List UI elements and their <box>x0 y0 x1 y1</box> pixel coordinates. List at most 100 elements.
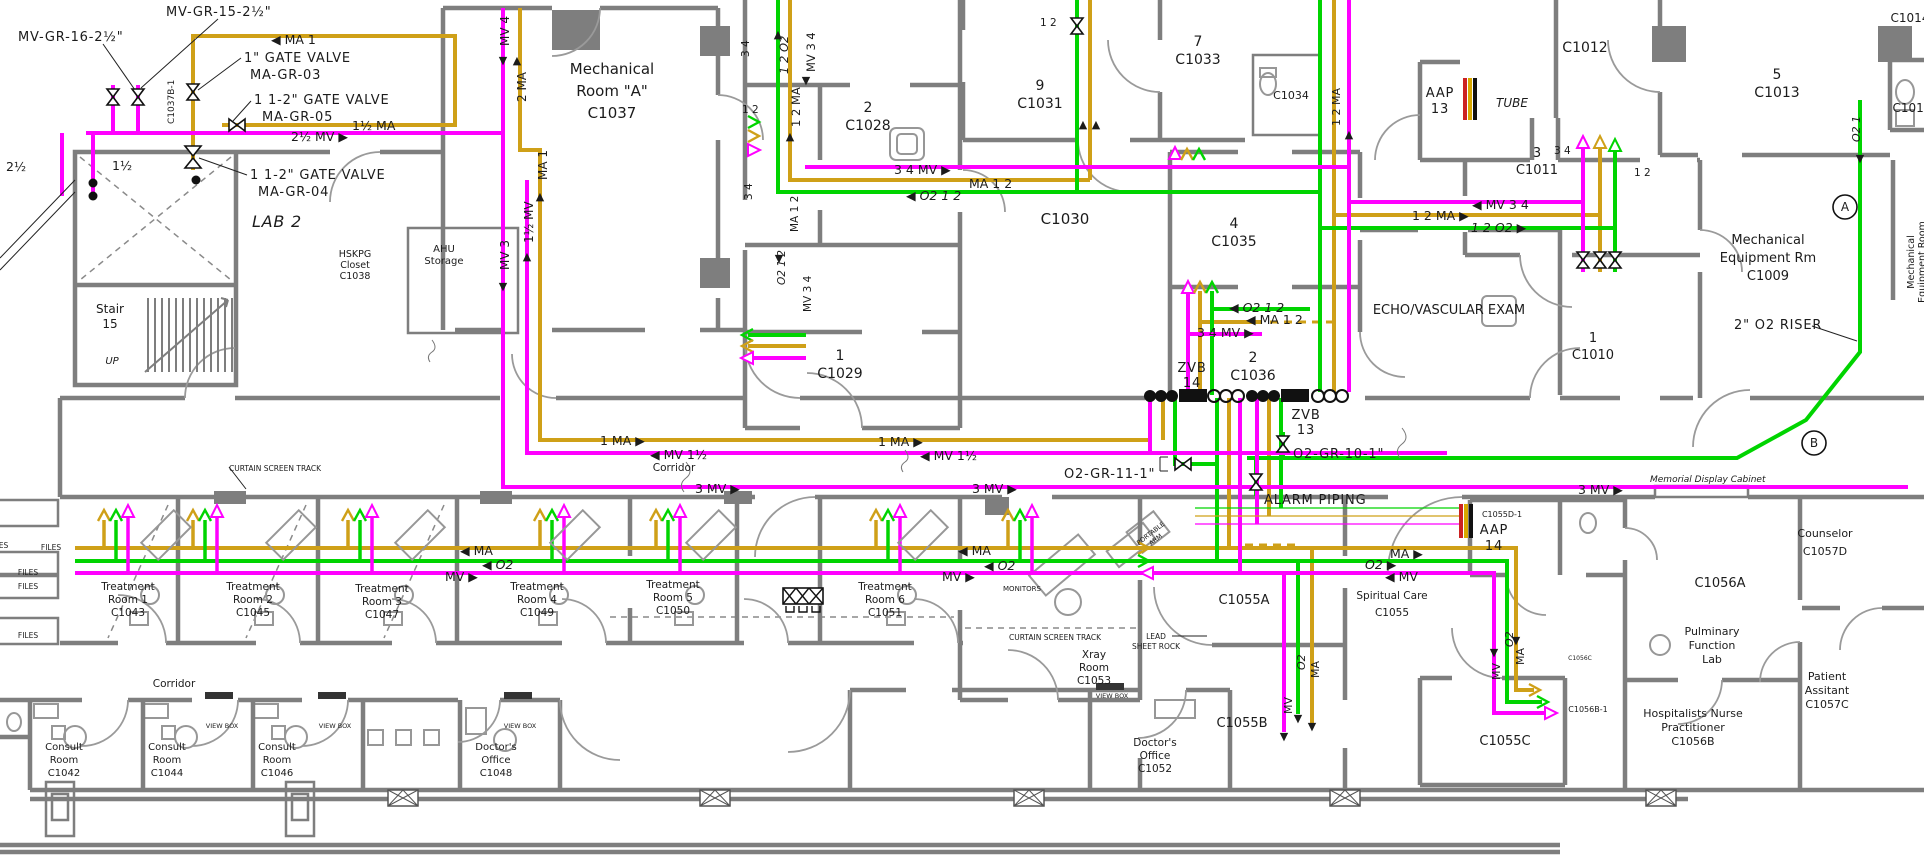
gas-outlet-icon <box>544 507 560 522</box>
pipe-label: ◀ MA 1 <box>271 32 316 47</box>
pipes-layer <box>60 0 1908 732</box>
pipe-label: ◀ MV 3 4 <box>1472 197 1529 212</box>
small-label: VIEW BOX <box>1096 692 1129 700</box>
pipe-label: ◀ MA <box>460 543 493 558</box>
pipe-label: MV ▶ <box>445 569 478 584</box>
leader-lines-layer <box>0 18 1858 637</box>
valve-triangle-icon <box>1607 136 1623 152</box>
flow-arrow-icon: ▲ <box>1092 118 1101 131</box>
small-label: VIEW BOX <box>504 722 537 730</box>
gas-outlet-icon <box>648 507 664 522</box>
treatment-room-furniture <box>254 508 318 626</box>
svg-text:▲: ▲ <box>523 250 532 263</box>
small-label: CURTAIN SCREEN TRACK <box>1009 633 1102 642</box>
room-label: Corridor <box>153 678 196 690</box>
svg-text:▼: ▼ <box>499 280 508 293</box>
gas-outlet-icon <box>1179 146 1195 161</box>
gas-outlet-icon <box>880 507 896 522</box>
room-label: LAB 2 <box>252 212 302 231</box>
room-label: C1012 <box>1562 40 1607 56</box>
pipe-label: 1 2 MA <box>789 87 803 127</box>
pipe-label: 1½ <box>112 158 132 173</box>
flow-arrow-icon: ▼ <box>802 74 811 87</box>
gas-outlet-icon <box>352 507 368 522</box>
gas-outlet-icon <box>340 507 356 522</box>
small-label: C1056B-1 <box>1568 705 1607 714</box>
valve-annotation: O2-GR-11-1" <box>1064 467 1155 482</box>
svg-text:▲: ▲ <box>513 54 522 67</box>
pipe-label: ◀ MV 1½ <box>920 448 977 463</box>
valve-bowtie-icon <box>105 88 121 106</box>
flow-arrow-icon: ▼ <box>1512 634 1521 647</box>
room-label: C1055A <box>1218 593 1269 608</box>
valve-annotation: C1037B-1 <box>167 80 177 124</box>
pipe-label: ◀ MV <box>1385 569 1418 584</box>
small-label: FILES <box>18 568 38 577</box>
valve-bowtie-icon <box>1275 435 1291 453</box>
room-label: C1055B <box>1216 716 1267 731</box>
gas-outlet-icon <box>532 507 548 522</box>
valve-annotation: 1 1-2" GATE VALVE <box>250 168 385 183</box>
valve-bowtie-icon <box>1575 251 1591 269</box>
wall-column-blocks <box>214 10 1912 515</box>
room-label: C1014 <box>1891 11 1924 25</box>
pipe-label: ◀ O2 <box>482 557 513 572</box>
pipe-label: ◀ MV 1½ <box>650 447 707 462</box>
reference-bubble: A <box>1832 194 1858 220</box>
pipe-label: MA <box>1309 661 1322 678</box>
valve-annotation: 2" O2 RISER <box>1734 318 1822 333</box>
pipe-label: 1 2 MA ▶ <box>1412 208 1469 223</box>
valve-triangle-icon <box>672 502 688 518</box>
alarm-panel-icon <box>1463 78 1477 120</box>
generated-geometry-layer <box>102 297 1677 807</box>
valve-triangle-icon <box>1592 133 1608 149</box>
pipe-label: O2 <box>1503 631 1516 647</box>
flow-arrow-icon: ▼ <box>1856 152 1865 165</box>
gas-outlet-icon <box>747 128 762 144</box>
small-label: C1056C <box>1568 655 1592 662</box>
svg-text:▲: ▲ <box>1345 128 1354 141</box>
small-label: VIEW BOX <box>206 722 239 730</box>
pipe-label: ◀ MA <box>958 543 991 558</box>
pipe-label: MV 3 <box>498 240 512 270</box>
pipe-label: MV 4 <box>498 16 512 46</box>
gas-outlet-icon <box>868 507 884 522</box>
pipe-label: 1 2 O2 ▶ <box>1471 220 1527 235</box>
pipe-label: 1 2 <box>742 104 759 116</box>
gas-outlet-icon <box>1000 507 1016 522</box>
flow-arrow-icon: ▼ <box>775 252 784 265</box>
small-label: FILES <box>41 543 61 552</box>
svg-text:▼: ▼ <box>802 74 811 87</box>
flow-arrow-icon: ▲ <box>1079 118 1088 131</box>
column-hatch <box>699 789 731 807</box>
gas-outlet-icon <box>1192 279 1208 294</box>
valve-triangle-icon <box>1575 133 1591 149</box>
door-arcs-layer <box>81 7 1883 761</box>
pipe-label: O2 1 <box>1850 116 1863 142</box>
valve-triangle-icon <box>1544 705 1560 721</box>
column-hatch <box>1329 789 1361 807</box>
valve-triangle-icon <box>1180 278 1196 294</box>
pipe-drop-icon <box>191 175 201 185</box>
flow-arrow-icon: ▼ <box>1308 720 1317 733</box>
gas-outlet-icon <box>739 338 754 354</box>
svg-text:▼: ▼ <box>1856 152 1865 165</box>
gas-outlet-icon <box>96 507 112 522</box>
pipe-label: ◀ O2 <box>984 558 1015 573</box>
gas-outlet-icon <box>1528 682 1543 698</box>
valve-bowtie-icon <box>130 88 146 106</box>
pipe-label: 1 MA ▶ <box>878 434 923 449</box>
pipe-label: MA <box>1514 648 1527 665</box>
valve-bowtie-icon <box>185 83 201 101</box>
pipe-label: 3 4 <box>1554 145 1571 157</box>
